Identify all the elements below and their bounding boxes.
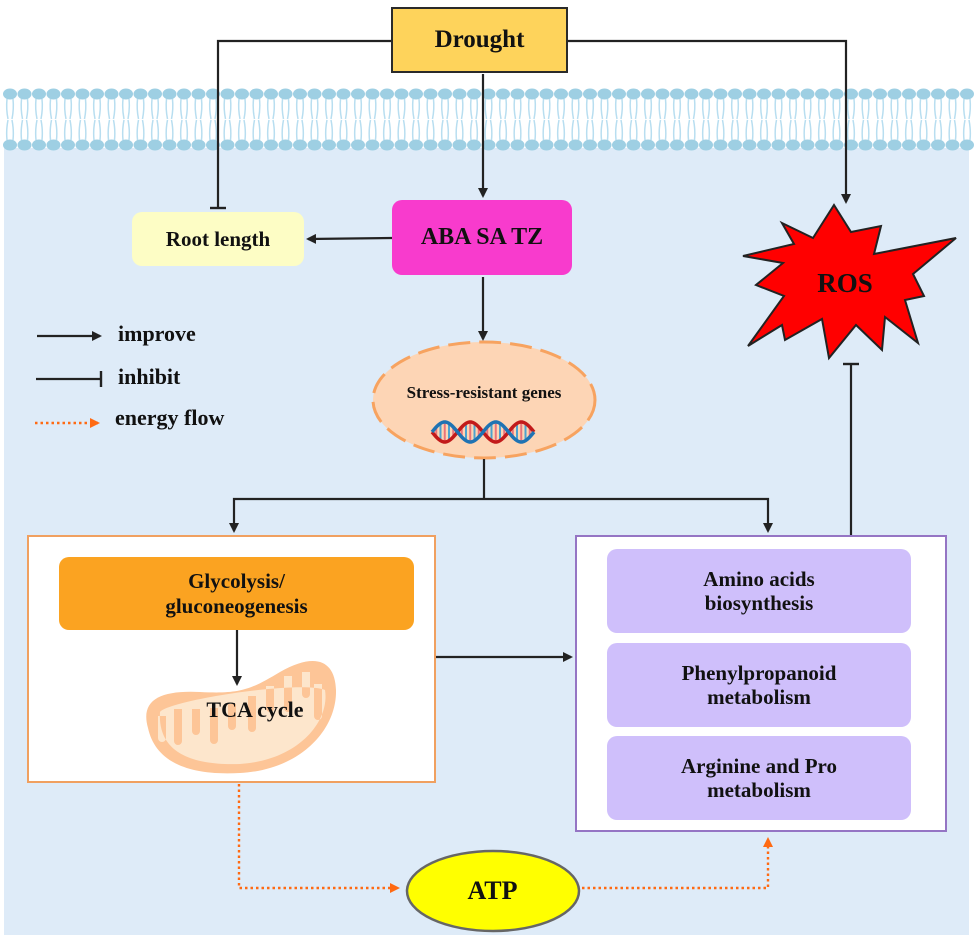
hormones-node: ABA SA TZ	[392, 200, 572, 275]
edge-hormones-root	[306, 233, 393, 244]
ros-node: ROS	[790, 262, 900, 306]
atp-node: ATP	[405, 849, 580, 932]
hormones-label: ABA SA TZ	[420, 223, 544, 250]
atp-label: ATP	[467, 875, 518, 905]
amino-label: Amino acids biosynthesis	[703, 566, 815, 615]
glycolysis-label: Glycolysis/ gluconeogenesis	[165, 569, 308, 618]
mitochondrion-icon	[146, 660, 337, 774]
edge-drought-root-inhibit	[216, 39, 391, 208]
ros-starburst	[742, 203, 957, 361]
edge-drought-ros	[568, 39, 851, 204]
legend-improve-label: improve	[118, 321, 196, 346]
legend-energy-label: energy flow	[115, 405, 225, 430]
edge-genes-to-metabolism	[484, 497, 773, 533]
edge-genes-to-glycolysis	[229, 497, 484, 533]
genes-label: Stress-resistant genes	[406, 382, 562, 402]
arginine-label: Arginine and Pro metabolism	[681, 753, 837, 802]
cell-membrane	[3, 88, 974, 151]
atp-ellipse	[405, 849, 581, 933]
ros-label: ROS	[817, 268, 873, 299]
tca-label: TCA cycle	[206, 697, 304, 723]
dna-icon	[430, 420, 536, 444]
legend-inhibit-label: inhibit	[118, 364, 181, 389]
root-length-node: Root length	[132, 212, 304, 266]
amino-acids-node: Amino acids biosynthesis	[607, 549, 911, 633]
phenylpropanoid-node: Phenylpropanoid metabolism	[607, 643, 911, 727]
glycolysis-node: Glycolysis/ gluconeogenesis	[59, 557, 414, 630]
genes-node: Stress-resistant genes	[396, 365, 572, 420]
genes-ellipse	[371, 340, 597, 460]
drought-node: Drought	[391, 7, 568, 73]
tca-node: TCA cycle	[180, 690, 330, 730]
root-length-label: Root length	[165, 226, 271, 251]
energy-flow-from-atp	[582, 837, 773, 890]
phenyl-label: Phenylpropanoid metabolism	[681, 660, 837, 709]
energy-flow-to-atp	[237, 784, 400, 893]
arginine-node: Arginine and Pro metabolism	[607, 736, 911, 820]
drought-label: Drought	[434, 25, 525, 53]
